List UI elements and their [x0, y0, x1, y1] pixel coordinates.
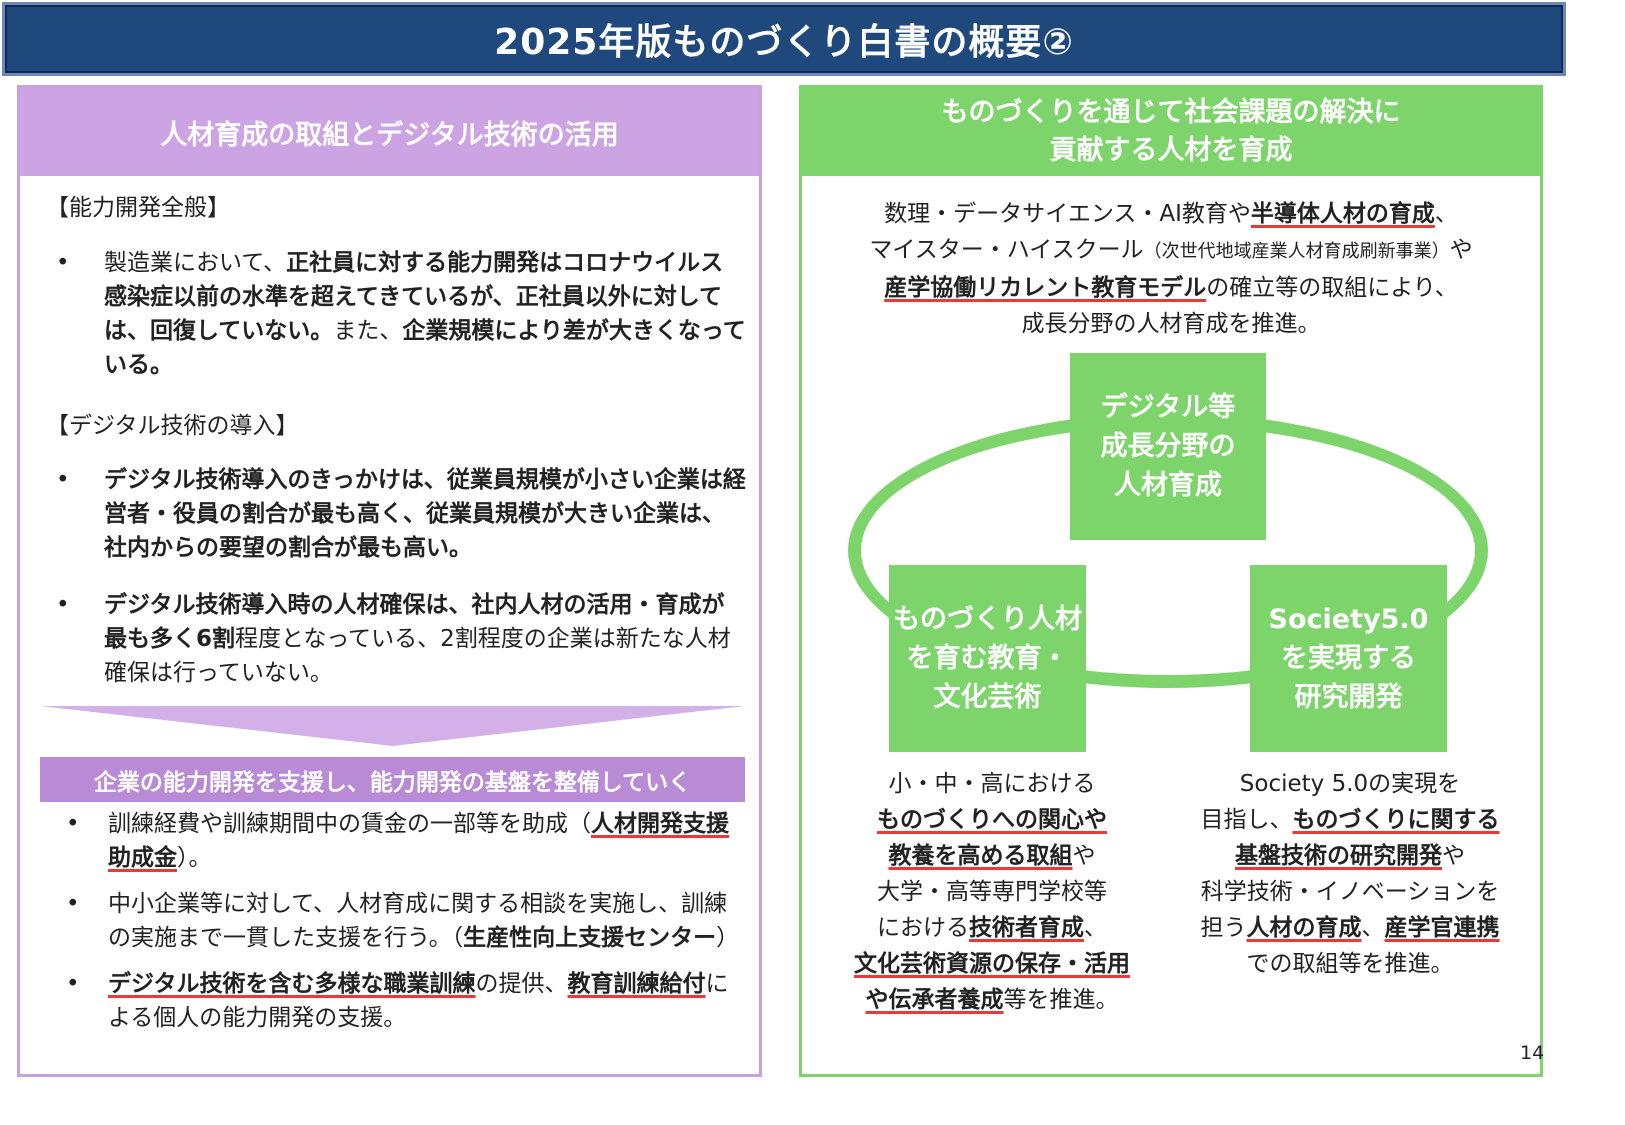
education-description: 小・中・高における ものづくりへの関心や 教養を高める取組や 大学・高等専門学校…	[854, 771, 1130, 1013]
right-panel: ものづくりを通じて社会課題の解決に 貢献する人材を育成 数理・データサイエンス・…	[799, 85, 1543, 1077]
section-label-ability: 【能力開発全般】	[46, 195, 230, 221]
bullet-dot: •	[66, 891, 80, 917]
ability-bullet-list: • 製造業において、正社員に対する能力開発はコロナウイルス感染症以前の水準を超え…	[46, 246, 746, 382]
right-panel-heading: ものづくりを通じて社会課題の解決に 貢献する人材を育成	[802, 88, 1540, 176]
page-title: 2025年版ものづくり白書の概要②	[494, 22, 1074, 63]
section-label-digital: 【デジタル技術の導入】	[46, 413, 299, 439]
page-header: 2025年版ものづくり白書の概要②	[2, 2, 1566, 76]
support-heading-text: 企業の能力開発を支援し、能力開発の基盤を整備していく	[93, 769, 692, 796]
bullet-dot: •	[56, 592, 70, 618]
research-description: Society 5.0の実現を 目指し、ものづくりに関する 基盤技術の研究開発や…	[1200, 771, 1500, 977]
list-item: • 訓練経費や訓練期間中の賃金の一部等を助成（人材開発支援助成金）。	[56, 807, 746, 875]
list-item: • 製造業において、正社員に対する能力開発はコロナウイルス感染症以前の水準を超え…	[46, 246, 746, 382]
support-heading: 企業の能力開発を支援し、能力開発の基盤を整備していく	[40, 757, 745, 802]
left-heading-text: 人材育成の取組とデジタル技術の活用	[160, 119, 619, 151]
page-number: 14	[1520, 1042, 1545, 1064]
list-item: • 中小企業等に対して、人材育成に関する相談を実施し、訓練の実施まで一貫した支援…	[56, 887, 746, 955]
list-item: • デジタル技術導入のきっかけは、従業員規模が小さい企業は経営者・役員の割合が最…	[46, 463, 746, 565]
bullet-dot: •	[66, 971, 80, 997]
bullet-dot: •	[56, 250, 70, 276]
down-arrow-shape	[40, 706, 745, 746]
support-bullet-list: • 訓練経費や訓練期間中の賃金の一部等を助成（人材開発支援助成金）。 • 中小企…	[56, 807, 746, 1035]
bullet-dot: •	[56, 467, 70, 493]
list-item: • デジタル技術を含む多様な職業訓練の提供、教育訓練給付による個人の能力開発の支…	[56, 967, 746, 1035]
right-heading-line1: ものづくりを通じて社会課題の解決に	[941, 97, 1401, 128]
right-intro-text: 数理・データサイエンス・AI教育や半導体人材の育成、 マイスター・ハイスクール（…	[869, 201, 1473, 337]
left-panel-heading: 人材育成の取組とデジタル技術の活用	[20, 88, 759, 176]
left-panel: 人材育成の取組とデジタル技術の活用 【能力開発全般】 • 製造業において、正社員…	[17, 85, 762, 1077]
box-society5-research: Society5.0 を実現する 研究開発	[1250, 565, 1447, 752]
box-digital-growth: デジタル等 成長分野の 人材育成	[1070, 353, 1266, 540]
right-heading-line2: 貢献する人材を育成	[1049, 135, 1293, 166]
digital-bullet-list: • デジタル技術導入のきっかけは、従業員規模が小さい企業は経営者・役員の割合が最…	[46, 463, 746, 690]
box-education-culture: ものづくり人材 を育む教育・ 文化芸術	[889, 565, 1086, 752]
list-item: • デジタル技術導入時の人材確保は、社内人材の活用・育成が最も多く6割程度となっ…	[46, 588, 746, 690]
bullet-dot: •	[66, 811, 80, 837]
